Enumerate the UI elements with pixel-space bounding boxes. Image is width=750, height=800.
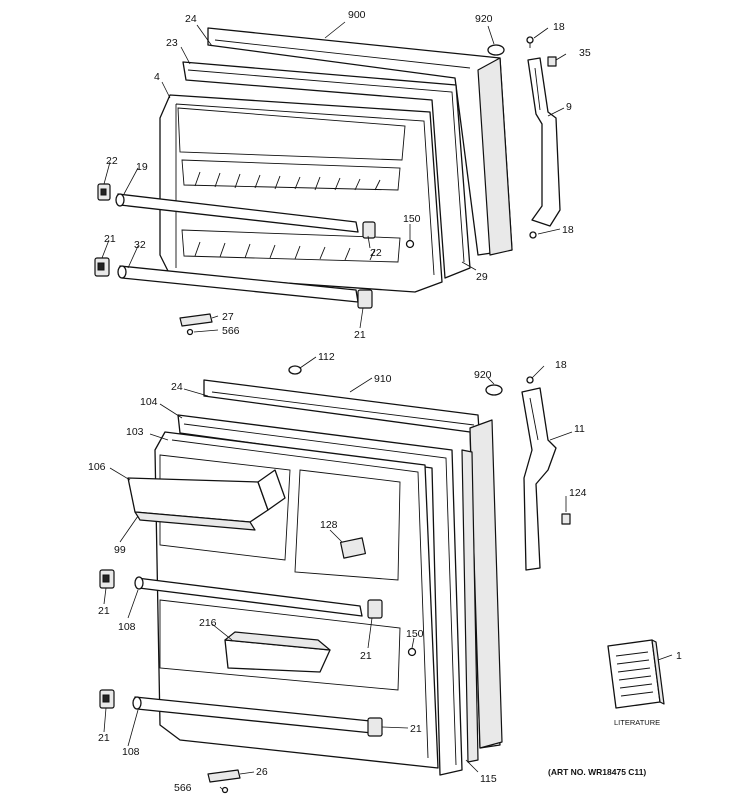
callout-21-lower-d: 21 [410,723,422,735]
callout-19: 19 [136,161,148,173]
hinge-bracket-26 [207,769,241,783]
callout-108-lower: 108 [122,746,140,758]
callout-99: 99 [114,544,126,556]
callout-32: 32 [134,239,146,251]
callout-18-upper: 18 [553,21,565,33]
callout-11: 11 [574,423,585,435]
shelf-bar-end-cap-21-d [367,717,383,737]
freezer-lower-shelf-ribs [194,241,376,261]
literature-caption: LITERATURE [614,718,660,727]
dairy-door-106 [127,477,269,523]
leader-lines [101,21,673,790]
callout-29: 29 [476,271,488,283]
callout-1: 1 [676,650,682,662]
screw-566-lower [221,786,229,794]
freezer-upper-shelf-cavity [177,107,406,161]
plug-920-lower [485,384,503,396]
callout-108-upper: 108 [118,621,136,633]
part-124 [561,513,571,525]
shelf-bar-end-cap-21-right [357,289,373,309]
callout-21-upper-right: 21 [354,329,366,341]
freezer-inner-door-liner [159,94,443,293]
callout-18-lower: 18 [562,224,574,236]
callout-900: 900 [348,9,366,21]
part-128 [339,537,367,559]
part-112 [288,365,302,375]
callout-115: 115 [480,773,497,785]
callout-566-upper: 566 [222,325,240,337]
callout-124: 124 [569,487,587,499]
literature-booklet [607,639,665,709]
callout-22-left: 22 [106,155,118,167]
shelf-bar-end-cap-21-b [367,599,383,619]
freezer-door-edge [477,57,513,256]
gasket-strip-115 [461,449,479,763]
screw-150-lower [407,647,417,657]
callout-26: 26 [256,766,268,778]
callout-labels: 900 920 18 24 35 23 9 4 22 19 150 22 18 … [88,9,682,794]
screw-566-upper [186,328,194,336]
callout-21-lower-a: 21 [98,605,110,617]
shelf-bar-end-cap-22-right [362,221,376,239]
callout-150-lower: 150 [406,628,424,640]
callout-920-lower: 920 [474,369,492,381]
callout-21-lower-c: 21 [98,732,110,744]
callout-150-upper: 150 [403,213,421,225]
screw-18-handle-lower [526,376,534,384]
callout-21-upper-left: 21 [104,233,116,245]
fresh-food-door-gasket [177,414,463,776]
callout-35: 35 [579,47,591,59]
callout-23: 23 [166,37,178,49]
freezer-door-top-line [214,39,471,69]
callout-22-right: 22 [370,247,382,259]
plug-920-upper [487,44,505,56]
callout-910: 910 [374,373,392,385]
screw-18-upper [526,36,534,48]
callout-920-upper: 920 [475,13,493,25]
literature-lines [615,651,654,697]
callout-21-lower-b: 21 [360,650,372,662]
callout-4: 4 [154,71,160,83]
callout-128: 128 [320,519,338,531]
callout-24-lower: 24 [171,381,183,393]
callout-566-lower: 566 [174,782,192,794]
freezer-door-gasket [182,61,471,279]
callout-104: 104 [140,396,158,408]
hinge-bracket-27 [179,313,213,327]
fresh-food-door-assembly [99,365,571,794]
fresh-food-door-handle-11 [521,387,557,571]
screw-150-upper [405,239,415,249]
screw-18-lower [529,231,537,239]
freezer-door-assembly [94,27,561,336]
callout-18-handle: 18 [555,359,567,371]
callout-103: 103 [126,426,144,438]
callout-216: 216 [199,617,217,629]
callout-9: 9 [566,101,572,113]
art-number: (ART NO. WR18475 C11) [548,767,646,777]
callout-27: 27 [222,311,234,323]
freezer-door-handle-9 [527,57,561,227]
callout-24-upper: 24 [185,13,197,25]
callout-112: 112 [318,351,335,363]
part-35 [547,56,557,67]
callout-106: 106 [88,461,106,473]
freezer-shelf-ribs [194,171,381,191]
